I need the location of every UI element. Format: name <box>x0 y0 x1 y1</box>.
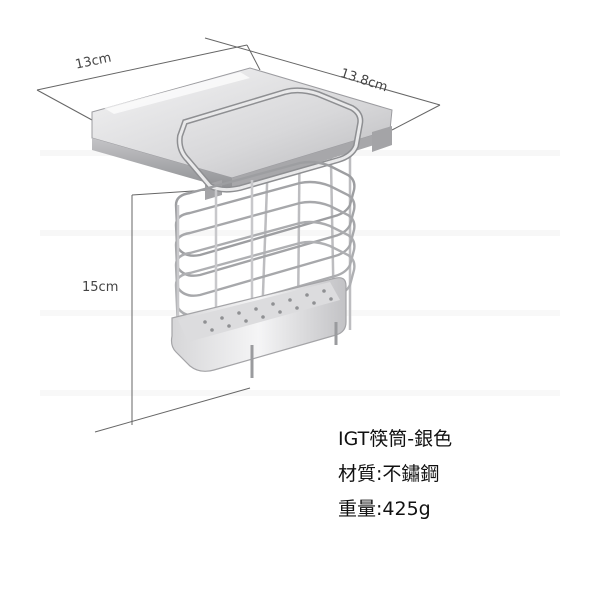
depth-dimension-line <box>204 37 441 106</box>
product-weight: 重量:425g <box>338 498 431 520</box>
product-material: 材質:不鏽鋼 <box>338 463 440 485</box>
dimension-lines <box>36 37 441 433</box>
product-name: IGT筷筒-銀色 <box>338 428 453 450</box>
height-label: 15cm <box>82 280 119 295</box>
basket-top-ring <box>176 87 364 193</box>
mounting-plate <box>91 67 393 200</box>
basket-wire-loops <box>174 160 356 337</box>
width-dimension-line <box>36 44 248 91</box>
mounting-tab <box>372 126 392 152</box>
drain-holes <box>203 289 333 332</box>
perforated-base <box>170 277 347 378</box>
